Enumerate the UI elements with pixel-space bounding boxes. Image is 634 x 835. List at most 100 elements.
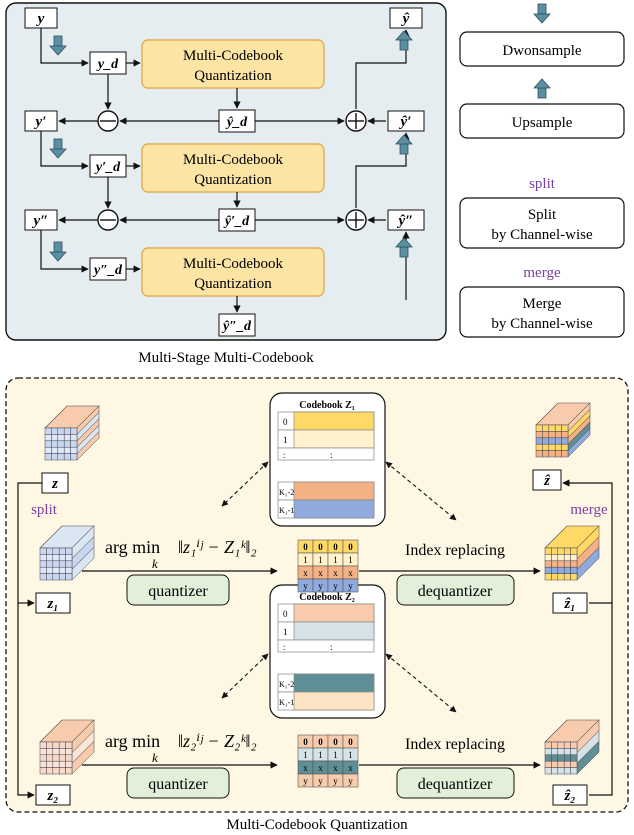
legend-merge-1: Merge [523, 296, 562, 312]
mcq-label-2b: Quantization [194, 172, 272, 188]
argmin-sub-2: k [152, 750, 158, 765]
codebook-2: Codebook Z₂ 0 1 : : K₁-2 K₁-1 [269, 584, 386, 719]
var-y-prime: y′ [34, 114, 47, 130]
legend-merge-2: by Channel-wise [491, 316, 593, 332]
index-cell-label: 1 [333, 555, 338, 565]
index-cell-label: x [333, 568, 338, 578]
quantizer-label-1: quantizer [148, 583, 208, 600]
index-cell-label: x [318, 763, 323, 773]
index-cell-label: y [303, 581, 308, 591]
index-cell-label: y [318, 776, 323, 786]
index-cell-label: 1 [348, 750, 353, 760]
legend-split-tag: split [529, 176, 556, 192]
codebook-2-row-k2: K₁-2 [279, 680, 294, 689]
quantizer-box-1 [126, 574, 230, 606]
var-y-double-prime: y″ [32, 213, 49, 229]
var-y-hat-d: ŷ_d [225, 115, 248, 130]
index-cell [342, 578, 359, 593]
mcq-label-3a: Multi-Codebook [183, 256, 283, 272]
var-y-d-double-prime: y″_d [92, 263, 123, 278]
index-cell-label: x [303, 763, 308, 773]
index-cell-label: 1 [333, 750, 338, 760]
legend-merge-tag: merge [523, 265, 561, 281]
tensor-z2 [39, 719, 95, 775]
subtract-node-2 [97, 209, 119, 231]
index-cell-label: x [333, 763, 338, 773]
tensor-z-hat [535, 402, 591, 458]
index-cell-label: 0 [303, 542, 308, 552]
index-cell-label: y [348, 581, 353, 591]
argmin-sub-1: k [152, 556, 158, 571]
index-cell [342, 773, 359, 788]
split-label: split [31, 502, 58, 518]
codebook-2-colon-2: : [330, 642, 333, 652]
index-replacing-1: Index replacing [405, 542, 505, 559]
argmin-2: arg min [105, 731, 160, 751]
codebook-2-row-0: 0 [283, 609, 288, 619]
codebook-1-row-1: 1 [283, 435, 288, 445]
dequantizer-label-2: dequantizer [418, 776, 493, 793]
index-cell-label: 0 [348, 542, 353, 552]
var-y-hat-d-double-prime: ŷ″_d [221, 319, 252, 334]
index-cell-label: y [318, 581, 323, 591]
var-z1-hat: ẑ₁ [563, 596, 575, 612]
var-y-hat-d-prime: ŷ′_d [223, 214, 250, 229]
formula-2: ‖z₂ⁱʲ − Z₂ᵏ‖₂ [178, 731, 257, 751]
codebook-1-colon-2: : [330, 450, 333, 460]
codebook-1: Codebook Z₁ 0 1 : : K₁-2 K₁-1 [269, 392, 386, 527]
add-node-2 [345, 209, 367, 231]
index-cell-label: y [303, 776, 308, 786]
index-cell-label: 0 [318, 542, 323, 552]
tensor-z [44, 405, 100, 461]
codebook-2-title: Codebook Z₂ [299, 592, 355, 603]
legend-split-2: by Channel-wise [491, 227, 593, 243]
var-y: y [36, 11, 45, 27]
var-y-hat: ŷ [401, 11, 410, 27]
index-cell-label: y [348, 776, 353, 786]
codebook-1-row-colon: : [283, 450, 286, 460]
index-cell-label: 0 [348, 737, 353, 747]
quantizer-box-2 [126, 767, 230, 799]
dequantizer-box-1 [396, 574, 515, 606]
mcq-label-1b: Quantization [194, 68, 272, 84]
index-cell-label: 0 [333, 737, 338, 747]
index-cell-label: 0 [318, 737, 323, 747]
merge-label: merge [570, 502, 608, 518]
index-cell-label: y [333, 581, 338, 591]
codebook-1-row-k2: K₁-2 [279, 488, 294, 497]
var-z2: z₂ [46, 788, 58, 804]
index-replacing-2: Index replacing [405, 736, 505, 753]
var-z2-hat: ẑ₂ [563, 788, 575, 804]
tensor-z1 [39, 525, 95, 581]
top-caption: Multi-Stage Multi-Codebook [138, 350, 314, 366]
var-y-d: y_d [96, 57, 119, 72]
mcq-label-1a: Multi-Codebook [183, 48, 283, 64]
codebook-1-title: Codebook Z₁ [299, 400, 355, 411]
codebook-1-row-k1: K₁-1 [279, 506, 294, 515]
codebook-2-row-1: 1 [283, 627, 288, 637]
mcq-label-3b: Quantization [194, 276, 272, 292]
index-cell-label: x [303, 568, 308, 578]
index-cell-label: 1 [318, 555, 323, 565]
codebook-2-row-k1: K₁-1 [279, 698, 294, 707]
legend-upsample: Upsample [512, 115, 573, 131]
codebook-2-row-colon: : [283, 642, 286, 652]
formula-1: ‖z₁ⁱʲ − Z₁ᵏ‖₂ [178, 537, 257, 557]
tensor-z1-hat [544, 525, 600, 581]
legend-upsample-arrow [533, 78, 551, 99]
index-cell-label: x [348, 568, 353, 578]
mcq-block-1 [141, 39, 325, 89]
var-y-d-prime: y′_d [94, 160, 121, 175]
var-y-hat-prime: ŷ′ [399, 114, 412, 130]
bottom-caption: Multi-Codebook Quantization [226, 817, 408, 833]
argmin-1: arg min [105, 537, 160, 557]
subtract-node-1 [97, 110, 119, 132]
var-y-hat-double-prime: ŷ″ [397, 213, 414, 229]
var-z1: z₁ [46, 596, 58, 612]
legend-downsample-arrow [533, 3, 551, 24]
index-cell-label: 1 [303, 750, 308, 760]
dequantizer-box-2 [396, 767, 515, 799]
mcq-label-2a: Multi-Codebook [183, 152, 283, 168]
